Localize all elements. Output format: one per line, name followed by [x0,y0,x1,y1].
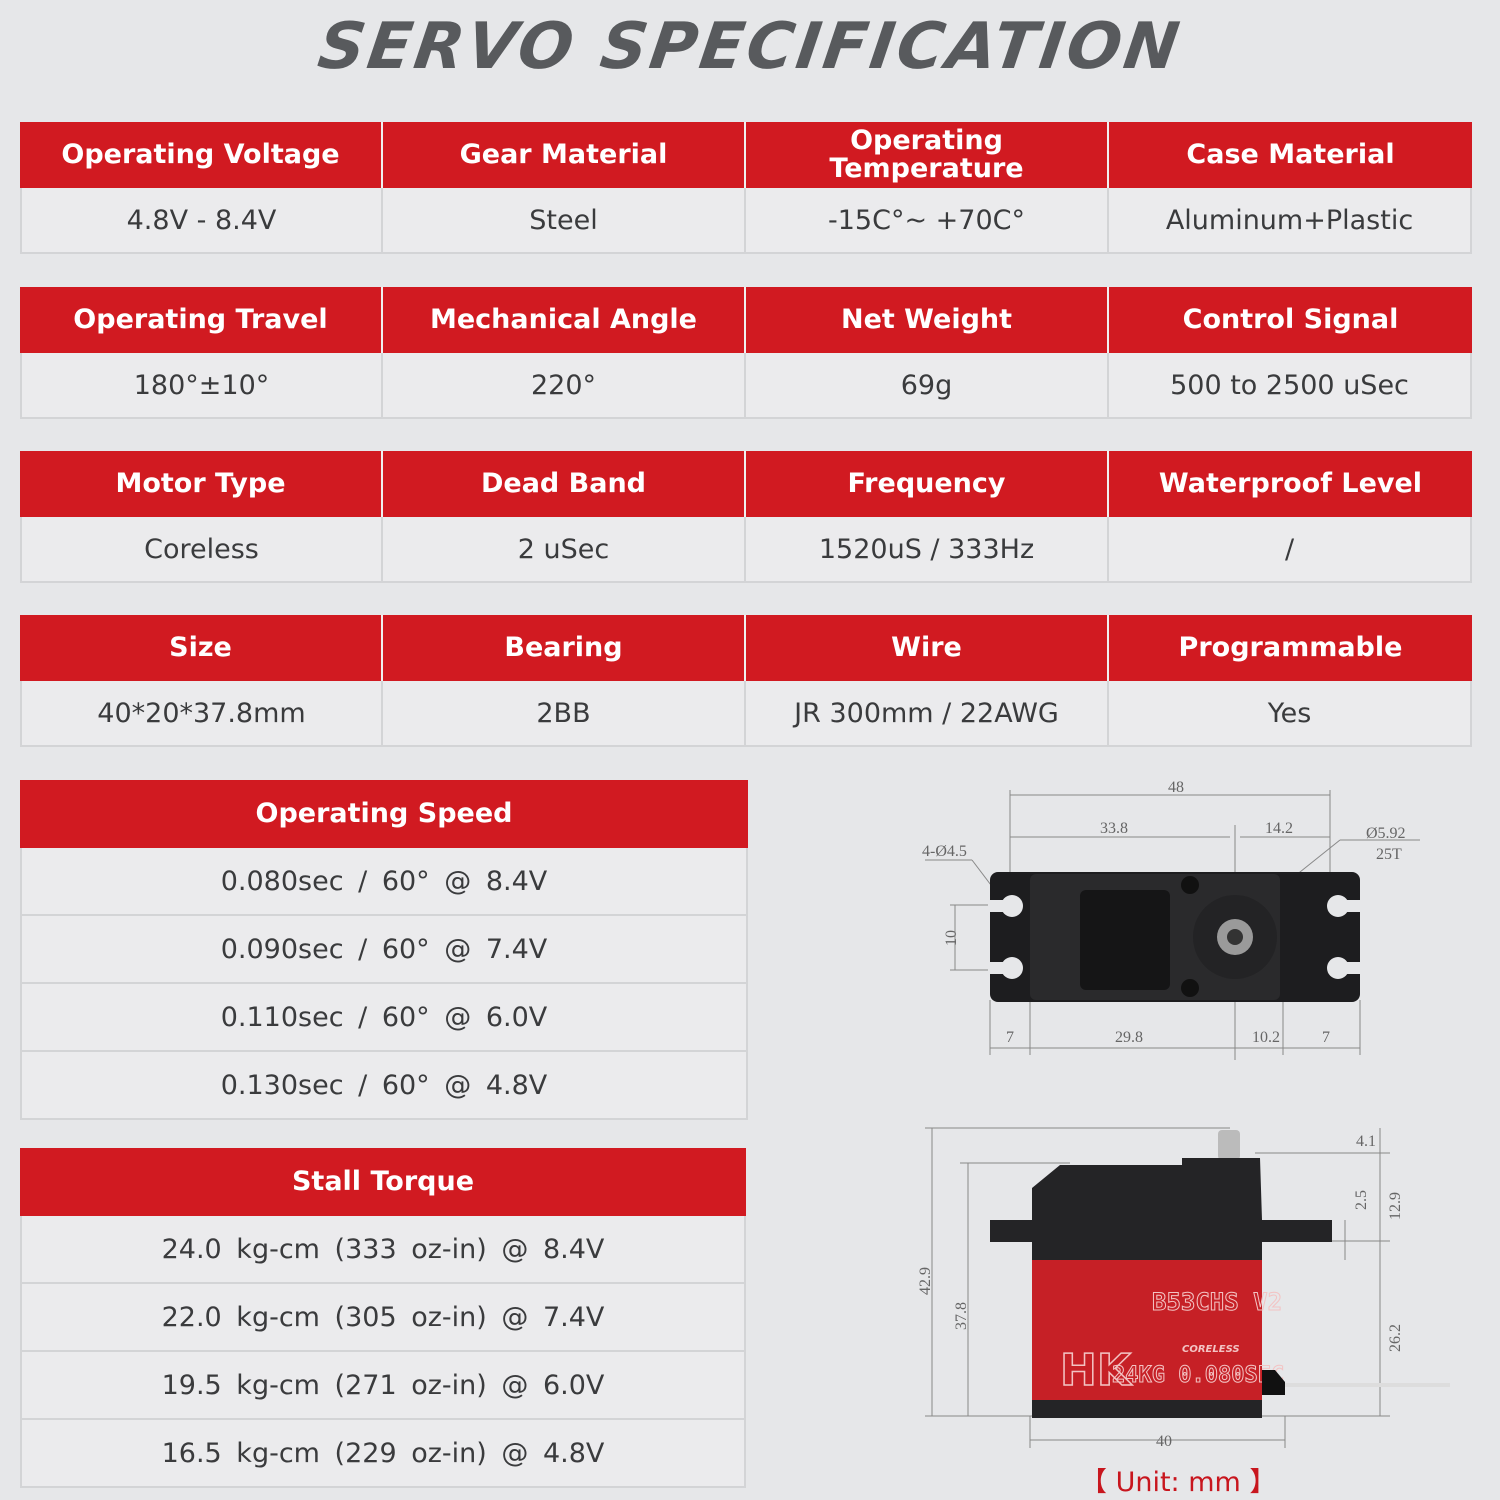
dim-width: 40 [1156,1433,1172,1450]
speed-row: 0.130sec / 60° @ 4.8V [20,1052,748,1120]
spec-header: Wire [746,615,1109,681]
spec-value: 2BB [383,681,746,747]
spec-value: Aluminum+Plastic [1109,188,1472,254]
spec-header: Gear Material [383,122,746,188]
dim-lower: 26.2 [1387,1324,1404,1352]
spec-header: Case Material [1109,122,1472,188]
spec-value: 4.8V - 8.4V [20,188,383,254]
dim-teeth: 25T [1376,846,1402,863]
spec-header: Waterproof Level [1109,451,1472,517]
dim-top: 4.1 [1356,1133,1376,1150]
dim-total-height: 42.9 [917,1267,934,1295]
servo-top-view-diagram: 48 33.8 14.2 4-Ø4.5 Ø5.92 25T 10 7 29.8 … [922,779,1420,1060]
spec-header: Mechanical Angle [383,287,746,353]
spec-header: Operating Voltage [20,122,383,188]
operating-speed-header: Operating Speed [20,780,748,848]
dim-left: 33.8 [1100,820,1128,837]
spec-header: Dead Band [383,451,746,517]
spec-header: Net Weight [746,287,1109,353]
spec-value: JR 300mm / 22AWG [746,681,1109,747]
spec-value: Coreless [20,517,383,583]
stall-torque-table: Stall Torque 24.0 kg-cm (333 oz-in) @ 8.… [20,1148,746,1488]
dim-b3: 10.2 [1252,1029,1280,1046]
spec-header: Motor Type [20,451,383,517]
spec-value: 69g [746,353,1109,419]
spec-header: Frequency [746,451,1109,517]
spec-header: Control Signal [1109,287,1472,353]
spec-value: -15C°~ +70C° [746,188,1109,254]
spec-header: Size [20,615,383,681]
dim-ear: 2.5 [1353,1190,1370,1210]
speed-row: 0.110sec / 60° @ 6.0V [20,984,748,1052]
dim-b4: 7 [1322,1029,1330,1046]
spec-value: 2 uSec [383,517,746,583]
speed-row: 0.090sec / 60° @ 7.4V [20,916,748,984]
page-title: SERVO SPECIFICATION [313,10,1187,84]
spec-value: 40*20*37.8mm [20,681,383,747]
torque-row: 24.0 kg-cm (333 oz-in) @ 8.4V [20,1216,746,1284]
dim-spline: Ø5.92 [1366,825,1406,842]
dim-body-height: 37.8 [953,1302,970,1330]
stall-torque-header: Stall Torque [20,1148,746,1216]
model-label: B53CHS V2 [1152,1288,1282,1316]
servo-side-view-diagram: B53CHS V2 HK CORELESS 24KG 0.080SEC 42.9… [917,1127,1450,1450]
spec-value: 500 to 2500 uSec [1109,353,1472,419]
dim-b2: 29.8 [1115,1029,1143,1046]
brand-label: HK [1060,1345,1133,1396]
dim-right: 14.2 [1265,820,1293,837]
unit-note: 【 Unit: mm 】 [1080,1467,1277,1498]
spec-value: 220° [383,353,746,419]
torque-row: 22.0 kg-cm (305 oz-in) @ 7.4V [20,1284,746,1352]
dim-hole: 4-Ø4.5 [922,843,967,860]
spec-value: Steel [383,188,746,254]
spec-value: / [1109,517,1472,583]
speed-row: 0.080sec / 60° @ 8.4V [20,848,748,916]
operating-speed-table: Operating Speed 0.080sec / 60° @ 8.4V 0.… [20,780,748,1120]
spec-header: Programmable [1109,615,1472,681]
dim-upper: 12.9 [1387,1192,1404,1220]
torque-row: 16.5 kg-cm (229 oz-in) @ 4.8V [20,1420,746,1488]
dim-hole-spacing: 10 [943,930,960,946]
spec-header: Operating Travel [20,287,383,353]
spec-label: 24KG 0.080SEC [1112,1363,1284,1388]
spec-value: Yes [1109,681,1472,747]
type-label: CORELESS [1182,1344,1240,1355]
spec-value: 180°±10° [20,353,383,419]
spec-value: 1520uS / 333Hz [746,517,1109,583]
torque-row: 19.5 kg-cm (271 oz-in) @ 6.0V [20,1352,746,1420]
dim-b1: 7 [1006,1029,1014,1046]
dim-overall: 48 [1168,779,1184,796]
spec-header: Bearing [383,615,746,681]
